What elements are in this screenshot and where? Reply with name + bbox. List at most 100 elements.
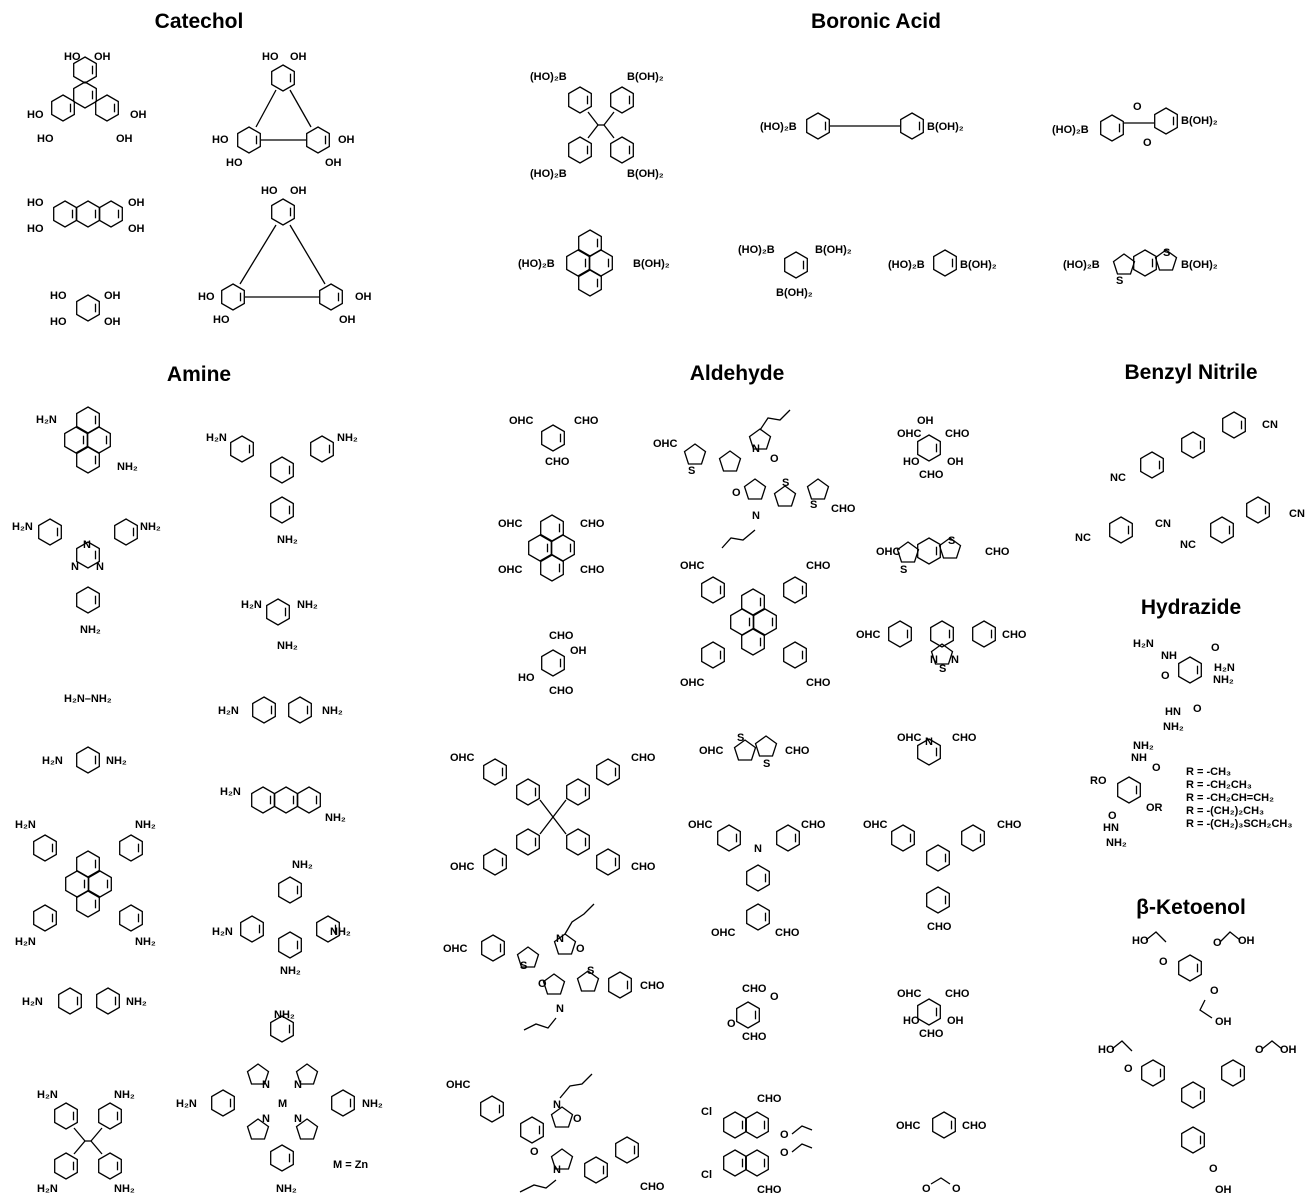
svg-text:HO: HO bbox=[37, 133, 54, 145]
svg-text:(HO)₂B: (HO)₂B bbox=[888, 259, 925, 271]
section-title-aldehyde: Aldehyde bbox=[690, 362, 785, 385]
svg-text:NH₂: NH₂ bbox=[80, 624, 101, 636]
svg-text:(HO)₂B: (HO)₂B bbox=[1052, 124, 1089, 136]
svg-text:CHO: CHO bbox=[545, 456, 570, 468]
svg-text:CHO: CHO bbox=[997, 819, 1022, 831]
aldehyde-isoindigo: OHC N O O N CHO bbox=[446, 1073, 665, 1193]
aldehyde-dimethoxy-terephthalaldehyde: CHO O O CHO bbox=[727, 983, 779, 1043]
svg-text:CHO: CHO bbox=[1002, 629, 1027, 641]
svg-text:(HO)₂B: (HO)₂B bbox=[530, 71, 567, 83]
svg-text:HO: HO bbox=[213, 314, 230, 326]
svg-text:NH₂: NH₂ bbox=[274, 1009, 295, 1021]
svg-text:OH: OH bbox=[116, 133, 133, 145]
svg-text:OHC: OHC bbox=[498, 564, 523, 576]
svg-text:B(OH)₂: B(OH)₂ bbox=[633, 258, 670, 270]
svg-text:CHO: CHO bbox=[919, 469, 944, 481]
svg-text:CHO: CHO bbox=[574, 415, 599, 427]
svg-text:OHC: OHC bbox=[896, 1120, 921, 1132]
r-group-item: R = -CH₂CH=CH₂ bbox=[1186, 792, 1274, 804]
ketoenol-triphenylbenzene: HO O O OH O OH bbox=[1098, 1040, 1297, 1196]
svg-text:N: N bbox=[96, 561, 104, 573]
svg-text:O: O bbox=[530, 1146, 539, 1158]
svg-text:H₂N: H₂N bbox=[212, 926, 233, 938]
svg-text:Cl: Cl bbox=[701, 1106, 712, 1118]
svg-text:OHC: OHC bbox=[897, 732, 922, 744]
svg-text:O: O bbox=[1193, 703, 1202, 715]
svg-text:O: O bbox=[1210, 985, 1219, 997]
svg-text:N: N bbox=[556, 933, 564, 945]
svg-text:B(OH)₂: B(OH)₂ bbox=[815, 244, 852, 256]
amine-benzidine: H₂N NH₂ bbox=[22, 987, 147, 1015]
svg-text:O: O bbox=[1124, 1063, 1133, 1075]
svg-text:OHC: OHC bbox=[699, 745, 724, 757]
svg-text:NH₂: NH₂ bbox=[277, 534, 298, 546]
svg-text:S: S bbox=[1116, 275, 1123, 287]
svg-text:H₂N: H₂N bbox=[15, 819, 36, 831]
svg-text:NH: NH bbox=[1161, 650, 1177, 662]
amine-phenylenediamine: H₂N NH₂ bbox=[42, 746, 127, 774]
nitrile-terphenyl: NC CN bbox=[1110, 411, 1278, 484]
svg-text:CHO: CHO bbox=[549, 630, 574, 642]
svg-text:NH₂: NH₂ bbox=[277, 640, 298, 652]
amine-melamine: H₂N NH₂ NH₂ bbox=[241, 598, 318, 652]
svg-text:O: O bbox=[922, 1183, 931, 1195]
svg-text:OH: OH bbox=[1215, 1016, 1232, 1028]
svg-text:NH₂: NH₂ bbox=[337, 432, 358, 444]
aldehyde-dpp-thiophene: OHC S N O O N S S CHO bbox=[653, 409, 856, 549]
svg-text:O: O bbox=[1133, 101, 1142, 113]
svg-text:OHC: OHC bbox=[680, 677, 705, 689]
amine-triazine-triphenyl: N N N H₂N NH₂ NH₂ bbox=[12, 518, 161, 636]
svg-text:H₂N: H₂N bbox=[15, 936, 36, 948]
svg-text:S: S bbox=[900, 564, 907, 576]
svg-text:H₂N: H₂N bbox=[37, 1089, 58, 1101]
svg-text:OHC: OHC bbox=[876, 546, 901, 558]
svg-text:N: N bbox=[754, 843, 762, 855]
svg-text:NH₂: NH₂ bbox=[114, 1183, 135, 1195]
svg-text:CHO: CHO bbox=[806, 560, 831, 572]
svg-text:OHC: OHC bbox=[688, 819, 713, 831]
svg-text:OR: OR bbox=[1146, 802, 1163, 814]
svg-text:HO: HO bbox=[1098, 1044, 1115, 1056]
svg-text:H₂N: H₂N bbox=[37, 1183, 58, 1195]
svg-text:H₂N: H₂N bbox=[241, 599, 262, 611]
svg-text:CHO: CHO bbox=[801, 819, 826, 831]
svg-text:OH: OH bbox=[339, 314, 356, 326]
svg-text:NC: NC bbox=[1075, 532, 1091, 544]
svg-text:HO: HO bbox=[262, 51, 279, 63]
svg-text:H₂N: H₂N bbox=[1133, 638, 1154, 650]
svg-text:CHO: CHO bbox=[945, 428, 970, 440]
aldehyde-binaphthyl: CHO Cl O O Cl CHO bbox=[701, 1093, 813, 1196]
svg-text:OHC: OHC bbox=[450, 752, 475, 764]
svg-text:B(OH)₂: B(OH)₂ bbox=[627, 71, 664, 83]
svg-text:O: O bbox=[780, 1129, 789, 1141]
svg-text:OHC: OHC bbox=[863, 819, 888, 831]
svg-text:NH₂: NH₂ bbox=[1213, 674, 1234, 686]
svg-text:OHC: OHC bbox=[653, 438, 678, 450]
aldehyde-thienothiophene: S S OHC CHO bbox=[699, 732, 810, 770]
svg-text:O: O bbox=[573, 1113, 582, 1125]
svg-text:O: O bbox=[538, 978, 547, 990]
aldehyde-dpp-phenyl: OHC S N O O N S CHO bbox=[443, 903, 665, 1031]
svg-text:NH₂: NH₂ bbox=[140, 521, 161, 533]
svg-text:CHO: CHO bbox=[549, 685, 574, 697]
aldehyde-pyridine-dicarbaldehyde: N OHC CHO bbox=[897, 732, 977, 766]
svg-text:HO: HO bbox=[903, 1015, 920, 1027]
svg-text:O: O bbox=[1211, 642, 1220, 654]
svg-text:CHO: CHO bbox=[775, 927, 800, 939]
svg-text:H₂N: H₂N bbox=[220, 786, 241, 798]
svg-text:NH₂: NH₂ bbox=[126, 996, 147, 1008]
aldehyde-dihydroxy-triformyl: OHC CHO HO OH CHO bbox=[897, 988, 970, 1040]
svg-text:OH: OH bbox=[1215, 1184, 1232, 1196]
r-group-item: R = -(CH₂)₂CH₃ bbox=[1186, 805, 1264, 817]
hydrazide-trimesic: H₂N NH O O H₂N NH₂ O HN NH₂ bbox=[1133, 638, 1235, 733]
svg-text:OHC: OHC bbox=[856, 629, 881, 641]
svg-text:NH₂: NH₂ bbox=[292, 859, 313, 871]
svg-text:B(OH)₂: B(OH)₂ bbox=[1181, 115, 1218, 127]
catechol-triphenylene: HO OH HO HO OH OH bbox=[27, 51, 147, 145]
svg-text:HO: HO bbox=[518, 672, 535, 684]
svg-text:HO: HO bbox=[212, 134, 229, 146]
svg-text:N: N bbox=[294, 1113, 302, 1125]
nitrile-biphenyl: NC CN bbox=[1180, 496, 1305, 551]
svg-text:N: N bbox=[71, 561, 79, 573]
boronic-triphenyl: (HO)₂B B(OH)₂ B(OH)₂ bbox=[738, 244, 852, 299]
